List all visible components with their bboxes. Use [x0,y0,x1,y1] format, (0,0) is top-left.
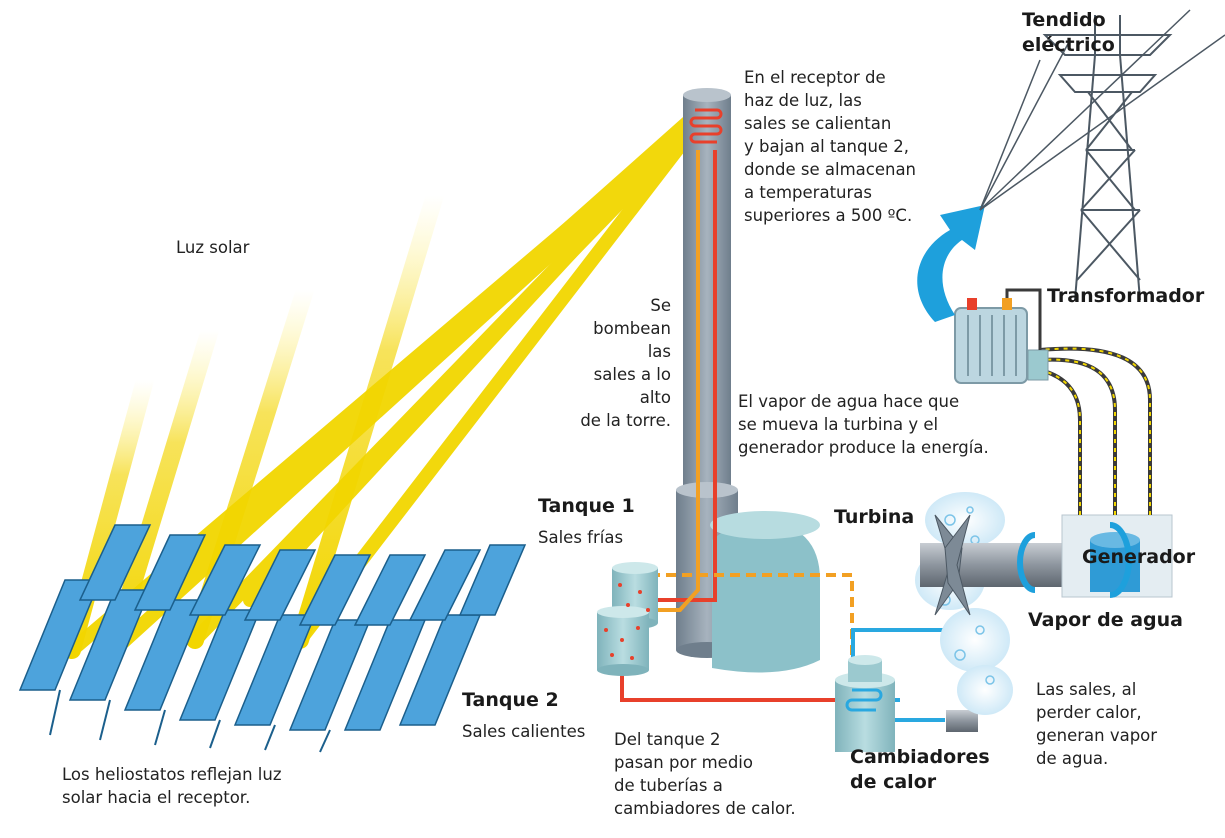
tank-salt-dots [604,583,650,660]
tank-2-title: Tanque 2 [462,689,559,711]
receptor-coil [689,108,723,144]
power-line-label: Tendido eléctrico [1022,9,1115,56]
turbine-blades [934,514,971,616]
pumping-note: Se bombean las sales a lo alto de la tor… [580,296,671,430]
rotation-arrows [1017,522,1132,598]
heat-exchanger [835,655,895,752]
power-lines [979,9,1225,211]
electric-pylon [1042,15,1173,301]
turbine-label: Turbina [834,506,915,528]
tank-1-subtitle: Sales frías [538,528,624,547]
tank-2-subtitle: Sales calientes [462,722,586,741]
receptor-note: En el receptor de haz de luz, las sales … [744,68,917,225]
heliostats-note: Los heliostatos reflejan luz solar hacia… [62,765,282,807]
energy-arrow [917,205,985,322]
power-cables [1039,346,1152,515]
heliostat-stands [49,689,331,753]
transformer [954,288,1049,384]
sunlight-label: Luz solar [176,238,250,257]
heat-exchanger-label: Cambiadores de calor [850,746,990,793]
steam-label: Vapor de agua [1028,609,1183,631]
salt-heat-note: Las sales, al perder calor, generan vapo… [1036,680,1158,768]
pipes-note: Del tanque 2 pasan por medio de tuberías… [614,730,796,818]
transformer-label: Transformador [1047,285,1205,307]
cable-sparks [1039,347,1151,515]
steam-outlet-pipe [946,710,978,732]
heliostat-field [18,524,527,731]
steam-turbine-note: El vapor de agua hace que se mueva la tu… [738,392,989,457]
tank-1-title: Tanque 1 [538,495,635,517]
storage-ring [710,511,820,673]
generator-label: Generador [1082,546,1196,568]
